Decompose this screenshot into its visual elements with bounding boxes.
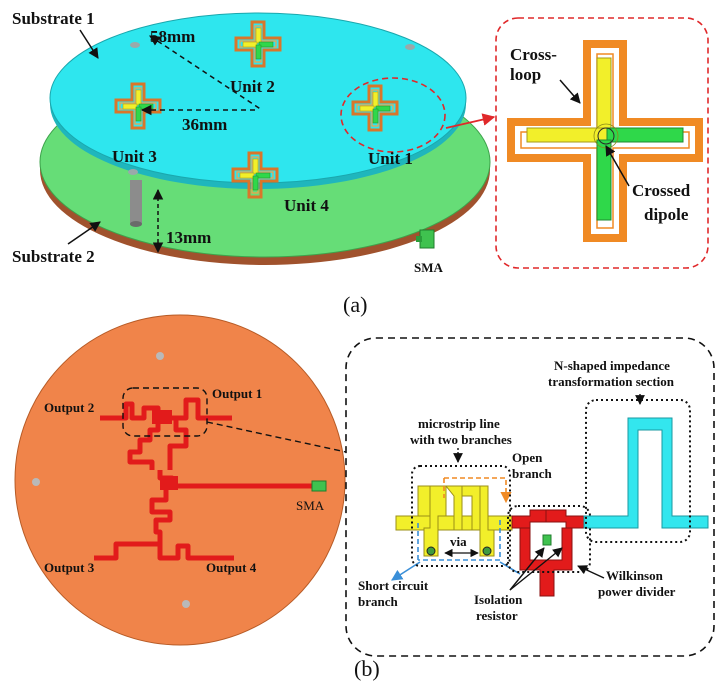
label-output-4: Output 4 (206, 560, 257, 575)
microstrip-branches (395, 485, 513, 557)
label-wilkinson-1: Wilkinson (606, 568, 664, 583)
label-via: via (450, 534, 467, 549)
zoom-region (122, 387, 208, 437)
microstrip-group (411, 465, 511, 567)
label-unit-3: Unit 3 (112, 147, 157, 166)
support-post (130, 180, 142, 224)
label-crossed-dipole-1: Crossed (632, 181, 691, 200)
feed-board (14, 314, 346, 646)
panel-a: Substrate 1 58mm Unit 2 36mm Unit 3 Unit… (12, 9, 709, 317)
label-13mm: 13mm (166, 228, 211, 247)
label-isolation-2: resistor (476, 608, 518, 623)
label-isolation-1: Isolation (474, 592, 523, 607)
label-sma-b: SMA (296, 498, 325, 513)
feed-inset (345, 337, 715, 657)
label-58mm: 58mm (150, 27, 195, 46)
label-substrate-1: Substrate 1 (12, 9, 95, 28)
label-cross-loop-1: Cross- (510, 45, 557, 64)
label-unit-2: Unit 2 (230, 77, 275, 96)
label-substrate-2: Substrate 2 (12, 247, 95, 266)
label-output-2: Output 2 (44, 400, 94, 415)
sma-connector (419, 229, 435, 249)
label-microstrip-1: microstrip line (418, 416, 500, 431)
label-short-1: Short circuit (358, 578, 429, 593)
via-right (482, 546, 492, 556)
unit-1-highlight (340, 77, 446, 153)
label-cross-loop-2: loop (510, 65, 541, 84)
label-unit-1: Unit 1 (368, 149, 413, 168)
label-n-shaped-1: N-shaped impedance (554, 358, 670, 373)
label-36mm: 36mm (182, 115, 227, 134)
feed-network (94, 397, 312, 561)
caption-b: (b) (354, 656, 380, 681)
n-shaped-section (583, 417, 709, 529)
label-sma-a: SMA (414, 260, 444, 275)
label-output-1: Output 1 (212, 386, 262, 401)
label-output-3: Output 3 (44, 560, 95, 575)
wilkinson-group (507, 505, 591, 573)
label-n-shaped-2: transformation section (548, 374, 675, 389)
label-short-2: branch (358, 594, 399, 609)
label-open-1: Open (512, 450, 543, 465)
panel-b: Output 2 Output 1 SMA Output 3 Output 4 … (14, 314, 715, 681)
via-left (426, 546, 436, 556)
sma-connector-b (311, 480, 327, 492)
label-unit-4: Unit 4 (284, 196, 329, 215)
inset-crossed-dipole (526, 57, 684, 221)
caption-a: (a) (343, 292, 367, 317)
isolation-resistor (542, 534, 552, 546)
label-microstrip-2: with two branches (410, 432, 512, 447)
label-wilkinson-2: power divider (598, 584, 676, 599)
label-open-2: branch (512, 466, 553, 481)
label-crossed-dipole-2: dipole (644, 205, 689, 224)
